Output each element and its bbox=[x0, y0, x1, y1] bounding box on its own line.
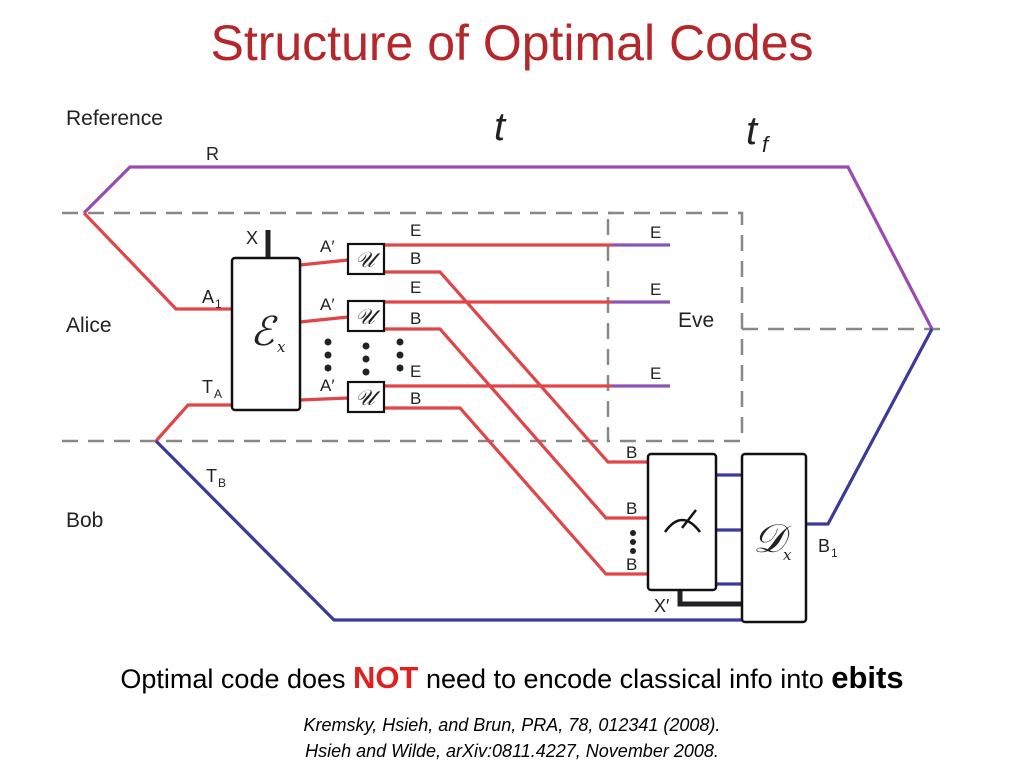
circuit-diagram: ℰ x 𝒰 𝒰 𝒰 𝒟 x Reference Alice Bob Eve t … bbox=[62, 105, 948, 624]
vertical-ellipsis-dots bbox=[324, 338, 636, 554]
wire-label-xprime: X′ bbox=[654, 596, 670, 616]
unitary-box-3: 𝒰 bbox=[346, 380, 386, 414]
wire-label-a1: A bbox=[202, 287, 214, 307]
wire-b1 bbox=[806, 328, 934, 526]
eve-region-box bbox=[606, 211, 744, 443]
encoder-symbol: ℰ bbox=[250, 309, 278, 355]
tagline-not: NOT bbox=[353, 660, 419, 695]
wire-label-b-3: B bbox=[410, 389, 421, 408]
wire-b-1 bbox=[384, 270, 648, 464]
wire-ta bbox=[154, 403, 232, 443]
region-label-alice: Alice bbox=[66, 314, 112, 337]
citation-2: Hsieh and Wilde, arXiv:0811.4227, Novemb… bbox=[305, 741, 719, 761]
alice-wires bbox=[82, 211, 648, 576]
wire-label-tb: T bbox=[206, 466, 217, 486]
encoder-box bbox=[230, 256, 302, 412]
wire-a1 bbox=[82, 211, 232, 311]
slide-title: Structure of Optimal Codes bbox=[210, 15, 814, 71]
tagline-ebits: ebits bbox=[831, 660, 904, 695]
wire-label-b1-sub: 1 bbox=[831, 546, 838, 560]
meas-label-b-1: B bbox=[626, 443, 637, 462]
tagline-part1: Optimal code does bbox=[120, 664, 354, 694]
wire-aprime-1 bbox=[299, 258, 349, 267]
encoder-subscript: x bbox=[277, 338, 286, 356]
wire-label-b1: B bbox=[818, 536, 830, 556]
wire-label-tb-sub: B bbox=[218, 476, 226, 490]
eve-label-e-1: E bbox=[650, 223, 661, 242]
classical-wire-xprime bbox=[677, 590, 742, 607]
wire-label-aprime-2: A′ bbox=[320, 295, 335, 314]
meas-label-b-2: B bbox=[626, 499, 637, 518]
time-label-tf: t bbox=[746, 109, 759, 153]
meter-icon bbox=[663, 509, 701, 533]
citation-1: Kremsky, Hsieh, and Brun, PRA, 78, 01234… bbox=[303, 715, 721, 735]
wire-label-x: X bbox=[246, 228, 258, 248]
tagline-part2: need to encode classical info into bbox=[418, 664, 832, 694]
wire-b-2 bbox=[384, 327, 648, 520]
region-label-eve: Eve bbox=[678, 309, 714, 332]
measurement-box bbox=[646, 452, 718, 592]
wire-b-3 bbox=[384, 406, 648, 576]
decoder-subscript: x bbox=[783, 546, 792, 564]
time-label-tf-subscript: f bbox=[762, 132, 771, 157]
wire-aprime-2 bbox=[299, 315, 349, 324]
wire-label-b-2: B bbox=[410, 309, 421, 328]
wire-label-e-1: E bbox=[410, 221, 421, 240]
region-label-reference: Reference bbox=[66, 107, 163, 130]
wire-label-ta: T bbox=[202, 377, 213, 397]
wire-label-aprime-1: A′ bbox=[320, 237, 335, 256]
wire-label-r: R bbox=[206, 144, 219, 164]
wire-label-aprime-3: A′ bbox=[320, 376, 335, 395]
wire-aprime-3 bbox=[299, 396, 349, 402]
unitary-box-2: 𝒰 bbox=[346, 299, 386, 333]
unitary-box-1: 𝒰 bbox=[346, 242, 386, 276]
region-separators bbox=[62, 211, 948, 443]
eve-label-e-2: E bbox=[650, 280, 661, 299]
tagline: Optimal code does NOT need to encode cla… bbox=[0, 660, 1024, 696]
wire-label-e-3: E bbox=[410, 362, 421, 381]
region-label-bob: Bob bbox=[66, 509, 103, 532]
decoder-box bbox=[740, 452, 808, 624]
meas-label-b-3: B bbox=[626, 555, 637, 574]
citations: Kremsky, Hsieh, and Brun, PRA, 78, 01234… bbox=[0, 712, 1024, 764]
eve-label-e-3: E bbox=[650, 364, 661, 383]
eve-wires bbox=[612, 243, 670, 388]
wire-label-ta-sub: A bbox=[214, 387, 222, 401]
wire-label-a1-sub: 1 bbox=[215, 297, 222, 311]
bob-wires bbox=[154, 328, 934, 622]
reference-wire bbox=[82, 165, 934, 330]
wire-tb bbox=[154, 439, 742, 622]
time-label-t: t bbox=[494, 105, 507, 149]
wire-label-b-1: B bbox=[410, 249, 421, 268]
wire-label-e-2: E bbox=[410, 278, 421, 297]
